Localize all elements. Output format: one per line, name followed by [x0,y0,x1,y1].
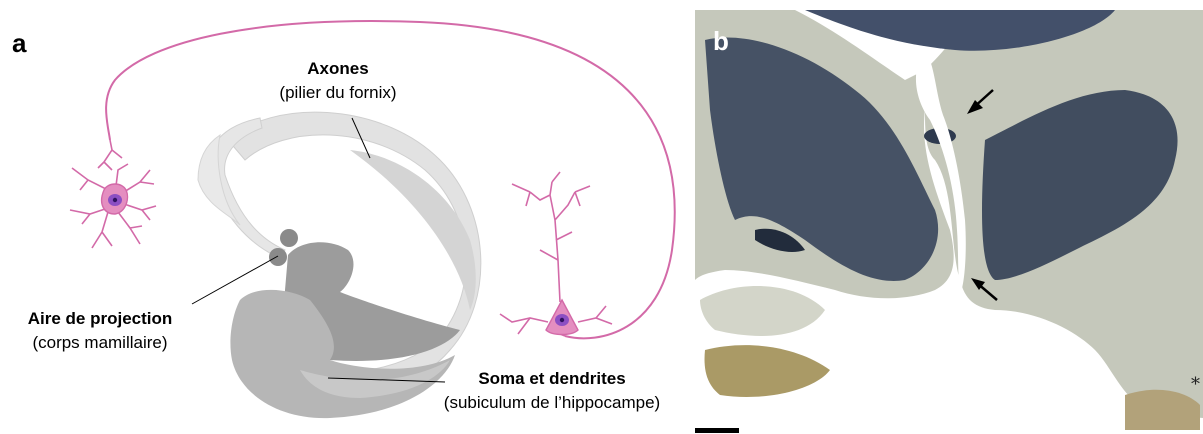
mammillary-body-upper [280,229,298,247]
soma-title: Soma et dendrites [478,369,625,388]
axones-subtitle: (pilier du fornix) [279,83,396,102]
panel-a-letter: a [12,28,27,58]
aire-title: Aire de projection [28,309,173,328]
aire-subtitle: (corps mamillaire) [32,333,167,352]
soma-subtitle: (subiculum de l’hippocampe) [444,393,660,412]
panel-b-letter: b [713,26,729,56]
hippocampus-shape [230,242,460,418]
pyramidal-neuron-nucleolus [560,318,564,322]
mammillary-body-lower [269,248,287,266]
mammillary-neuron-nucleolus [113,198,117,202]
histology-panel: b * [695,10,1203,434]
asterisk-marker: * [1191,374,1200,395]
scale-bar [695,428,739,433]
axones-title: Axones [307,59,368,78]
schematic-panel: a Axones (pilier du fornix) Aire de proj… [0,0,690,434]
